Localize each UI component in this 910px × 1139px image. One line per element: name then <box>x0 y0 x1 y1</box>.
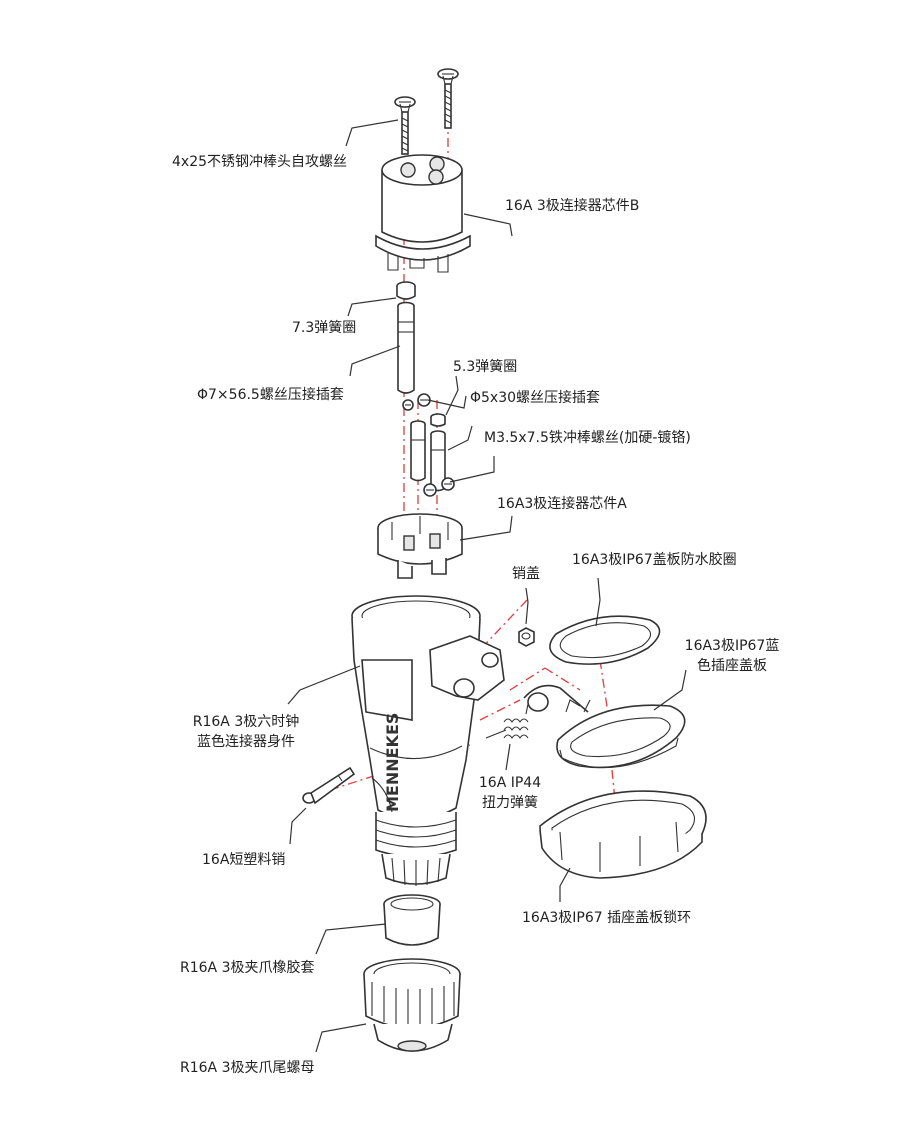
self-tapping-screw-long <box>437 68 459 129</box>
label-self-tapping-screw: 4x25不锈钢冲棒头自攻螺丝 <box>172 154 348 170</box>
label-spring-7-3: 7.3弹簧圈 <box>292 320 357 336</box>
ip67-gasket <box>549 615 661 665</box>
label-sleeve-7: Φ7×56.5螺丝压接插套 <box>197 387 344 403</box>
label-torsion-spring-line2: 扭力弹簧 <box>482 795 538 811</box>
label-gasket: 16A3极IP67盖板防水胶圈 <box>572 552 737 568</box>
label-cover-plate: 16A3极IP67蓝 色插座盖板 <box>678 636 786 676</box>
label-cover-plate-line1: 16A3极IP67蓝 <box>684 638 780 654</box>
claw-rubber-sleeve <box>383 894 441 946</box>
leader-lines <box>287 119 687 1053</box>
connector-body: MENNEKES <box>351 595 505 886</box>
label-sleeve-5: Φ5x30螺丝压接插套 <box>470 390 601 406</box>
m3-5-screw-bottom <box>423 477 455 497</box>
label-pin-cap: 销盖 <box>512 566 540 582</box>
label-spring-5-3: 5.3弹簧圈 <box>453 359 518 375</box>
label-lock-ring: 16A3极IP67 插座盖板锁环 <box>522 910 692 926</box>
connector-core-a <box>377 513 463 579</box>
crimp-sleeve-5x30-a <box>410 420 426 482</box>
spring-ring-7-3 <box>396 281 416 300</box>
label-torsion-spring: 16A IP44 扭力弹簧 <box>470 773 550 813</box>
label-m3-5-screw: M3.5x7.5铁冲棒螺丝(加硬-镀铬) <box>484 430 691 446</box>
label-connector-body-line1: R16A 3极六时钟 <box>192 714 300 730</box>
pin-cap <box>518 627 535 647</box>
label-core-a: 16A3极连接器芯件A <box>497 496 627 512</box>
label-rubber-sleeve: R16A 3极夹爪橡胶套 <box>180 960 315 976</box>
spring-ring-5-3 <box>430 413 446 427</box>
m3-5-screw-top <box>402 393 431 411</box>
connector-core-b <box>375 154 471 273</box>
label-plastic-pin: 16A短塑料销 <box>202 852 286 868</box>
crimp-sleeve-7x56-5 <box>397 301 415 394</box>
label-connector-body-line2: 蓝色连接器身件 <box>197 734 295 750</box>
label-torsion-spring-line1: 16A IP44 <box>478 775 542 791</box>
label-core-b: 16A 3极连接器芯件B <box>505 198 640 214</box>
short-plastic-pin <box>302 766 356 805</box>
claw-tail-nut <box>363 958 461 1052</box>
torsion-spring <box>485 703 529 739</box>
ip67-lock-ring <box>539 790 707 879</box>
self-tapping-screw-short <box>394 96 416 155</box>
label-connector-body: R16A 3极六时钟 蓝色连接器身件 <box>190 712 302 752</box>
label-cover-plate-line2: 色插座盖板 <box>697 658 767 674</box>
ip67-cover-plate <box>523 684 686 769</box>
body-brand-mark: MENNEKES <box>383 713 402 812</box>
label-tail-nut: R16A 3极夹爪尾螺母 <box>180 1060 315 1076</box>
